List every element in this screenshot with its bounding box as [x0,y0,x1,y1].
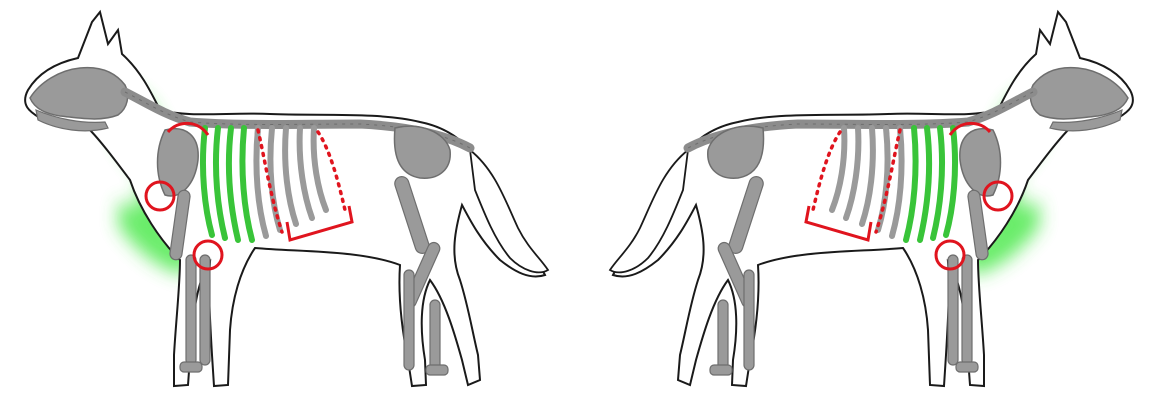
dog-body-outline [613,12,1133,386]
dog-figure-right [598,0,1158,400]
dog-body-outline [25,12,545,386]
dog-svg-left [0,0,560,400]
dog-svg-right [598,0,1158,400]
dog-figure-left [0,0,560,400]
